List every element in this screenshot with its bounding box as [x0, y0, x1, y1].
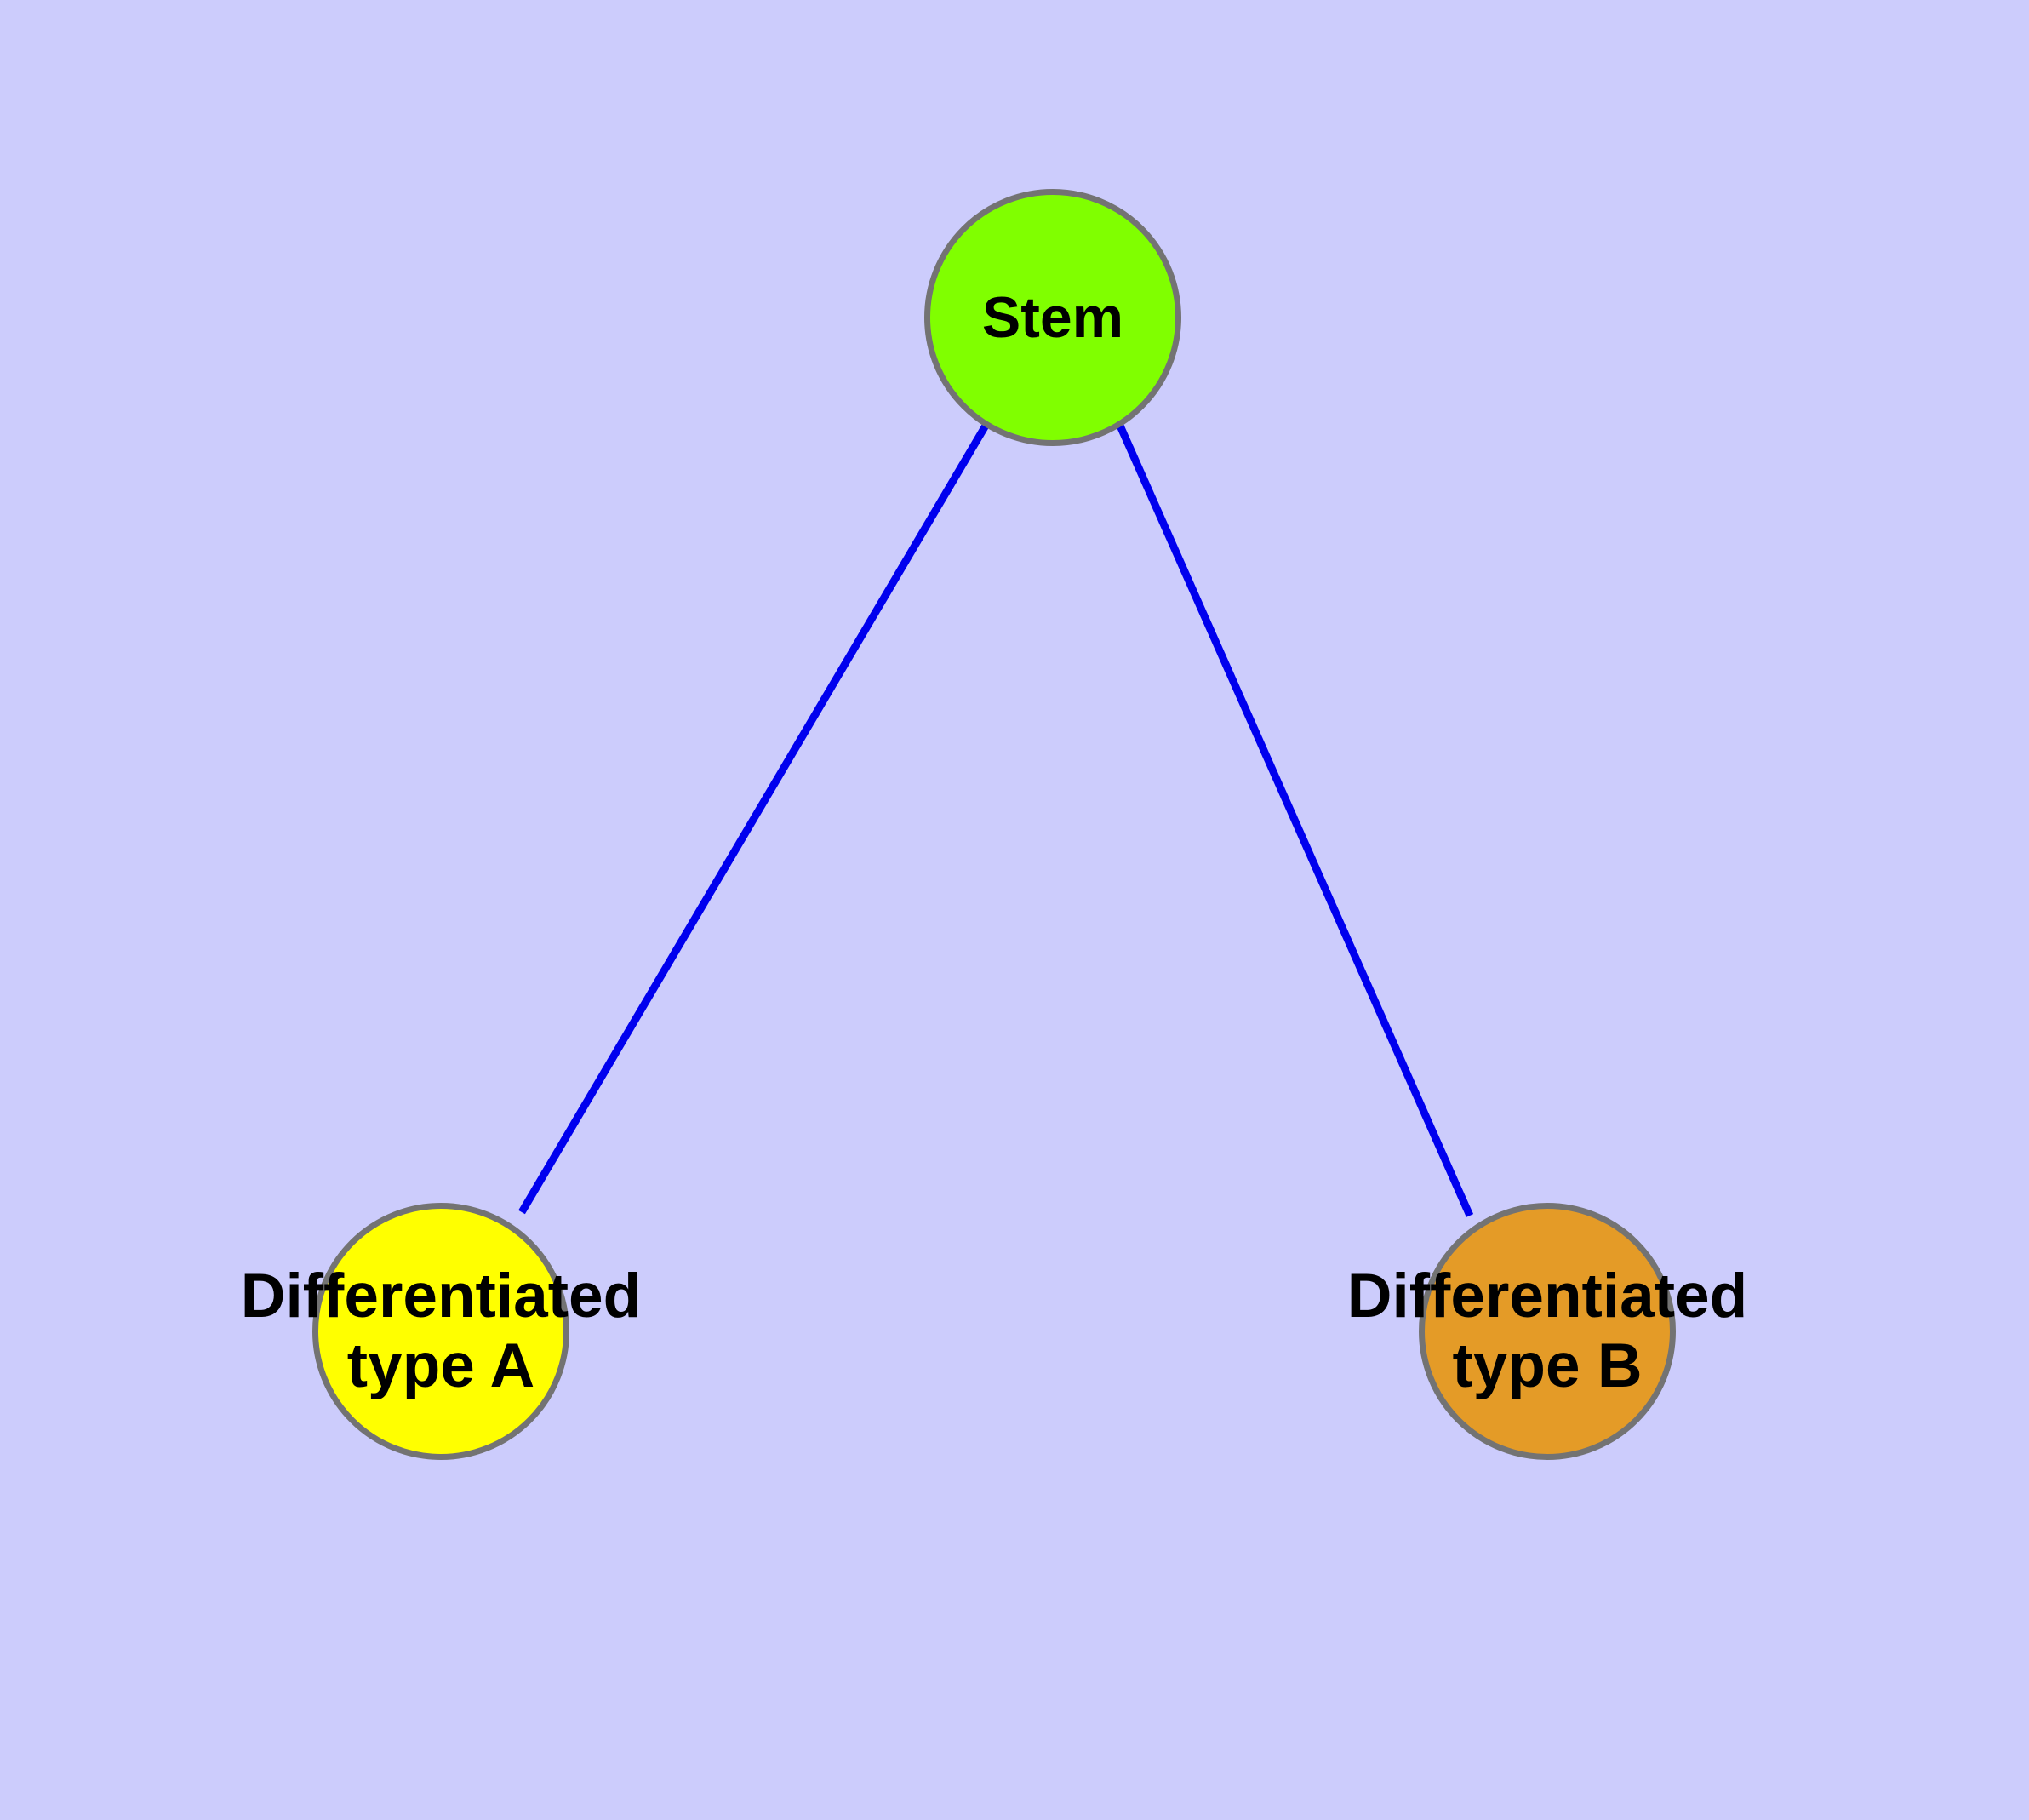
edge-stem-to-differentiated-type-a[interactable] [518, 423, 989, 1215]
node-differentiated-type-a[interactable] [312, 1203, 569, 1460]
node-differentiated-type-b[interactable] [1419, 1203, 1676, 1460]
edge-stem-to-differentiated-type-b[interactable] [1116, 424, 1474, 1217]
node-stem[interactable] [924, 189, 1181, 446]
